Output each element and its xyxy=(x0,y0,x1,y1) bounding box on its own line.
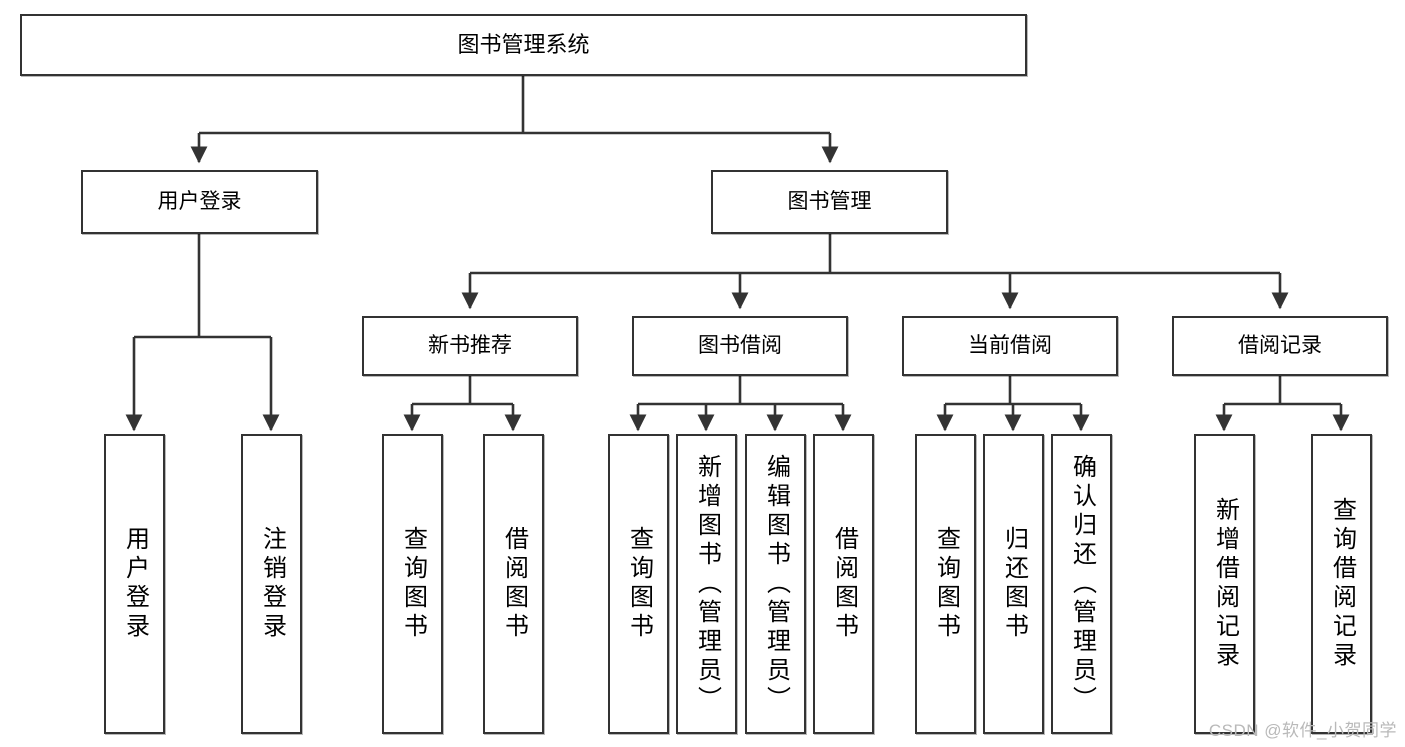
leaf-book-borrow-add-label: 新增图书（管理员） xyxy=(693,453,721,715)
leaf-book-borrow-query-label: 查询图书 xyxy=(625,526,653,642)
node-current-borrow-label: 当前借阅 xyxy=(968,333,1052,357)
leaf-current-borrow-query-label: 查询图书 xyxy=(932,526,960,642)
node-root[interactable]: 图书管理系统 xyxy=(20,14,1027,76)
node-new-book-recommend[interactable]: 新书推荐 xyxy=(362,316,578,376)
leaf-current-borrow-confirm-label: 确认归还（管理员） xyxy=(1068,453,1096,715)
leaf-book-borrow-edit[interactable]: 编辑图书（管理员） xyxy=(745,434,806,734)
node-book-management[interactable]: 图书管理 xyxy=(711,170,948,234)
leaf-borrow-record-query[interactable]: 查询借阅记录 xyxy=(1311,434,1372,734)
node-user-login-label: 用户登录 xyxy=(157,189,242,213)
leaf-book-borrow-edit-label: 编辑图书（管理员） xyxy=(762,453,790,715)
node-root-label: 图书管理系统 xyxy=(457,32,590,58)
leaf-book-borrow-borrow-label: 借阅图书 xyxy=(830,526,858,642)
leaf-current-borrow-query[interactable]: 查询图书 xyxy=(915,434,976,734)
node-book-management-label: 图书管理 xyxy=(787,189,872,213)
leaf-current-borrow-confirm[interactable]: 确认归还（管理员） xyxy=(1051,434,1112,734)
leaf-new-book-borrow-label: 借阅图书 xyxy=(500,526,528,642)
leaf-borrow-record-query-label: 查询借阅记录 xyxy=(1328,497,1356,671)
node-borrow-record[interactable]: 借阅记录 xyxy=(1172,316,1388,376)
leaf-borrow-record-add-label: 新增借阅记录 xyxy=(1211,497,1239,671)
leaf-book-borrow-query[interactable]: 查询图书 xyxy=(608,434,669,734)
leaf-new-book-query-label: 查询图书 xyxy=(399,526,427,642)
leaf-user-login-login[interactable]: 用户登录 xyxy=(104,434,165,734)
node-new-book-recommend-label: 新书推荐 xyxy=(428,333,512,357)
watermark: CSDN @软件_小贺同学 xyxy=(1208,721,1397,740)
node-book-borrow-label: 图书借阅 xyxy=(698,333,782,357)
node-current-borrow[interactable]: 当前借阅 xyxy=(902,316,1118,376)
node-borrow-record-label: 借阅记录 xyxy=(1238,333,1322,357)
leaf-user-login-logout[interactable]: 注销登录 xyxy=(241,434,302,734)
leaf-book-borrow-borrow[interactable]: 借阅图书 xyxy=(813,434,874,734)
leaf-current-borrow-return[interactable]: 归还图书 xyxy=(983,434,1044,734)
leaf-user-login-logout-label: 注销登录 xyxy=(258,526,286,642)
node-user-login[interactable]: 用户登录 xyxy=(81,170,318,234)
leaf-current-borrow-return-label: 归还图书 xyxy=(1000,526,1028,642)
leaf-borrow-record-add[interactable]: 新增借阅记录 xyxy=(1194,434,1255,734)
node-book-borrow[interactable]: 图书借阅 xyxy=(632,316,848,376)
leaf-new-book-query[interactable]: 查询图书 xyxy=(382,434,443,734)
leaf-new-book-borrow[interactable]: 借阅图书 xyxy=(483,434,544,734)
leaf-user-login-login-label: 用户登录 xyxy=(121,526,149,642)
leaf-book-borrow-add[interactable]: 新增图书（管理员） xyxy=(676,434,737,734)
